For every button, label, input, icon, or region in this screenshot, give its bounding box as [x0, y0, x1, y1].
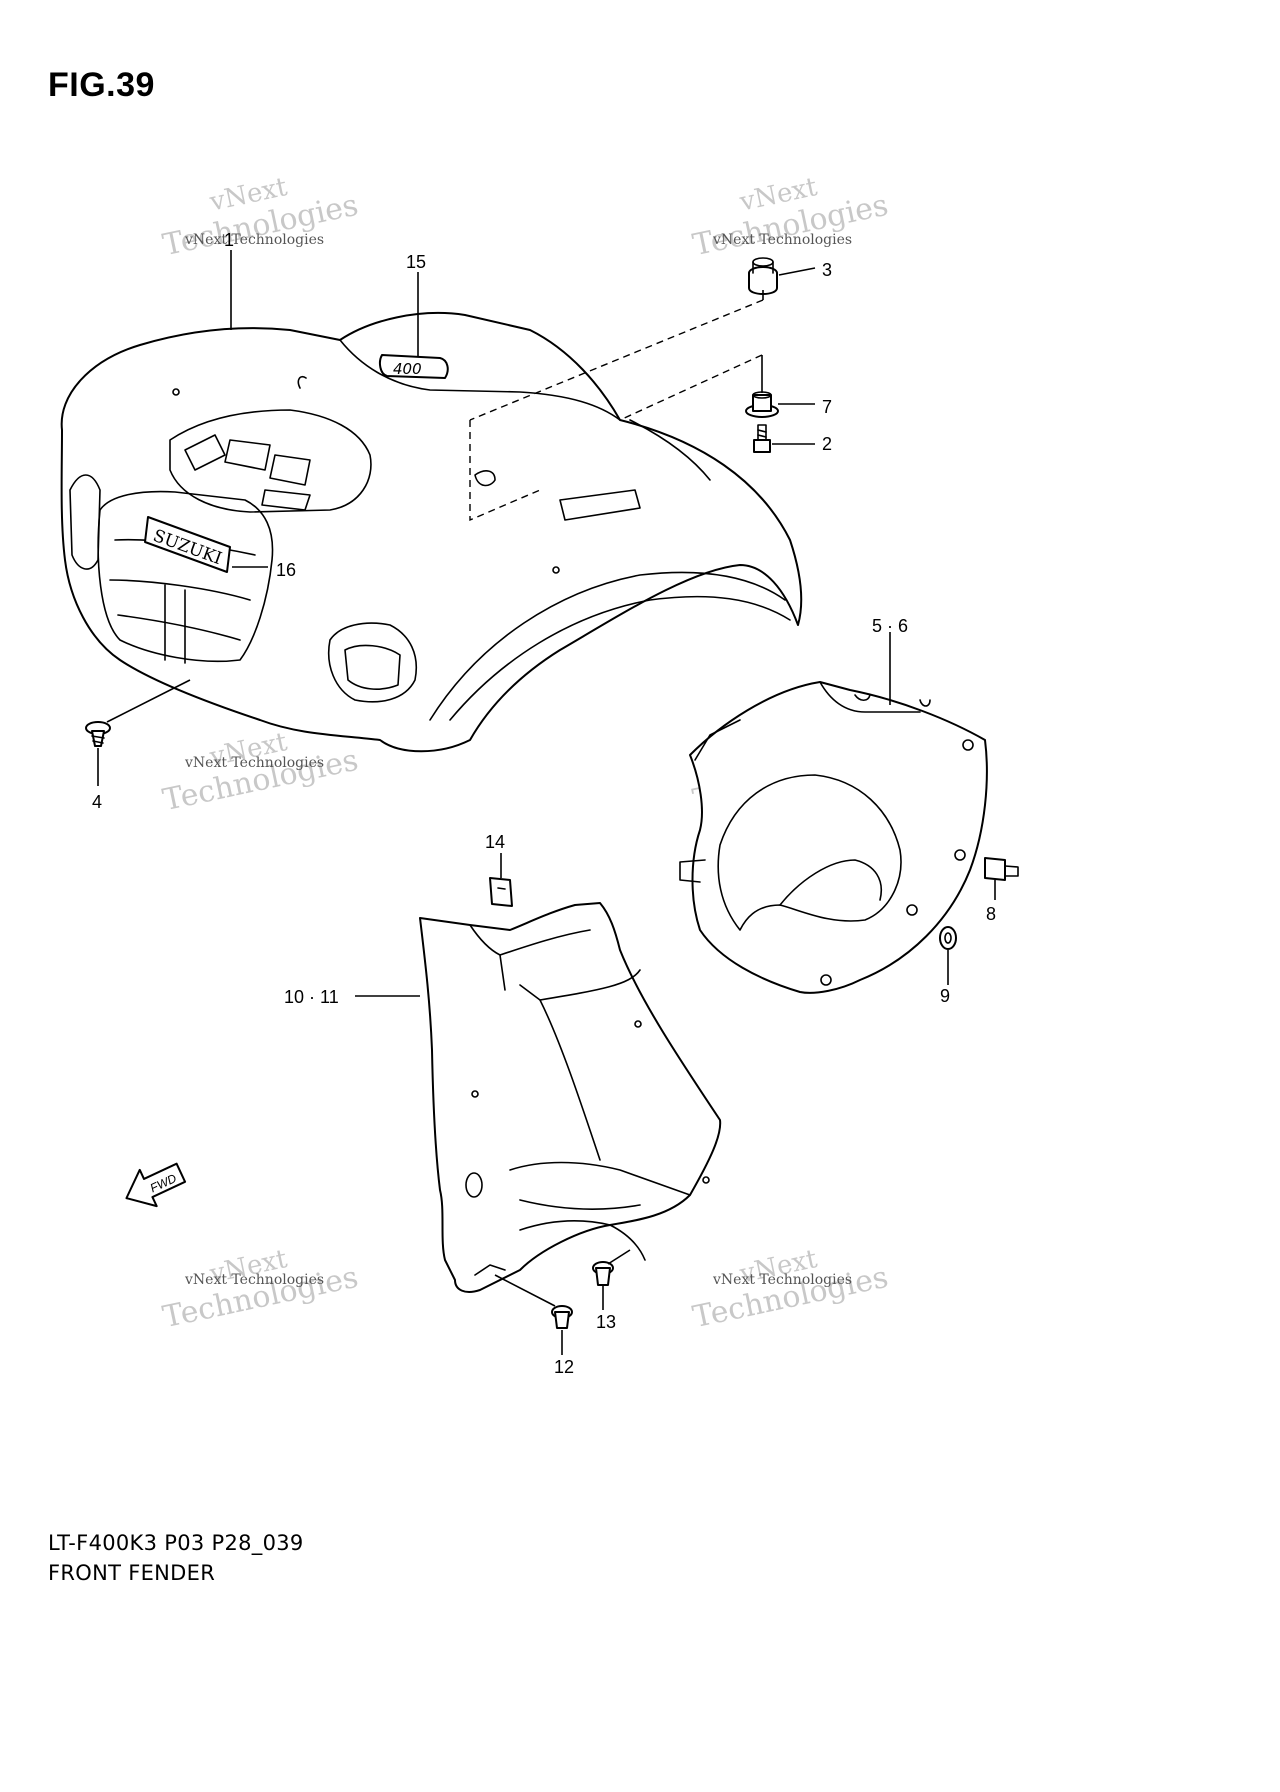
model-code: LT-F400K3 P03 P28_039 [48, 1531, 304, 1555]
figure-title: FIG.39 [48, 66, 155, 104]
callout-14: 14 [485, 832, 505, 852]
watermark-text-bottom-right: vNext Technologies [712, 1272, 852, 1288]
screw-4 [85, 679, 191, 747]
clip-8 [984, 857, 1019, 900]
callout-8: 8 [986, 904, 996, 924]
watermark-text-mid-left: vNext Technologies [184, 755, 324, 771]
callout-13: 13 [596, 1312, 616, 1332]
pin-13 [592, 1249, 631, 1310]
assembly-line-cushion [619, 354, 763, 421]
callout-7: 7 [822, 397, 832, 417]
callout-4: 4 [92, 792, 102, 812]
side-inner-panel-10-11 [355, 902, 722, 1293]
watermark-text-bottom-left: vNext Technologies [184, 1272, 324, 1288]
callout-12: 12 [554, 1357, 574, 1377]
callout-10-11: 10 · 11 [284, 987, 339, 1007]
cushion-7 [745, 391, 779, 418]
number-emblem-400: 400 [378, 354, 449, 379]
bolt-2 [753, 424, 771, 453]
leader-3 [778, 267, 816, 276]
callout-3: 3 [822, 260, 832, 280]
grommet-3 [748, 257, 778, 295]
callout-5-6: 5 · 6 [872, 616, 908, 636]
callout-9: 9 [940, 986, 950, 1006]
brand-emblem-suzuki: SUZUKI [144, 516, 231, 573]
assembly-line-down [469, 420, 541, 522]
callout-2: 2 [822, 434, 832, 454]
assembly-line-grommet [469, 299, 764, 421]
watermark-text-top-left: vNext Technologies [184, 232, 324, 248]
inner-cover-5-6 [679, 632, 988, 994]
forward-direction-arrow: FWD [125, 1162, 187, 1208]
washer-9 [939, 926, 957, 985]
callout-15: 15 [406, 252, 426, 272]
watermark-text-top-right: vNext Technologies [712, 232, 852, 248]
clip-nut-14 [489, 853, 513, 907]
callout-1: 1 [224, 230, 234, 250]
figure-name: FRONT FENDER [48, 1561, 216, 1585]
callout-16: 16 [276, 560, 296, 580]
clip-12 [494, 1274, 573, 1355]
svg-text:400: 400 [393, 360, 422, 378]
